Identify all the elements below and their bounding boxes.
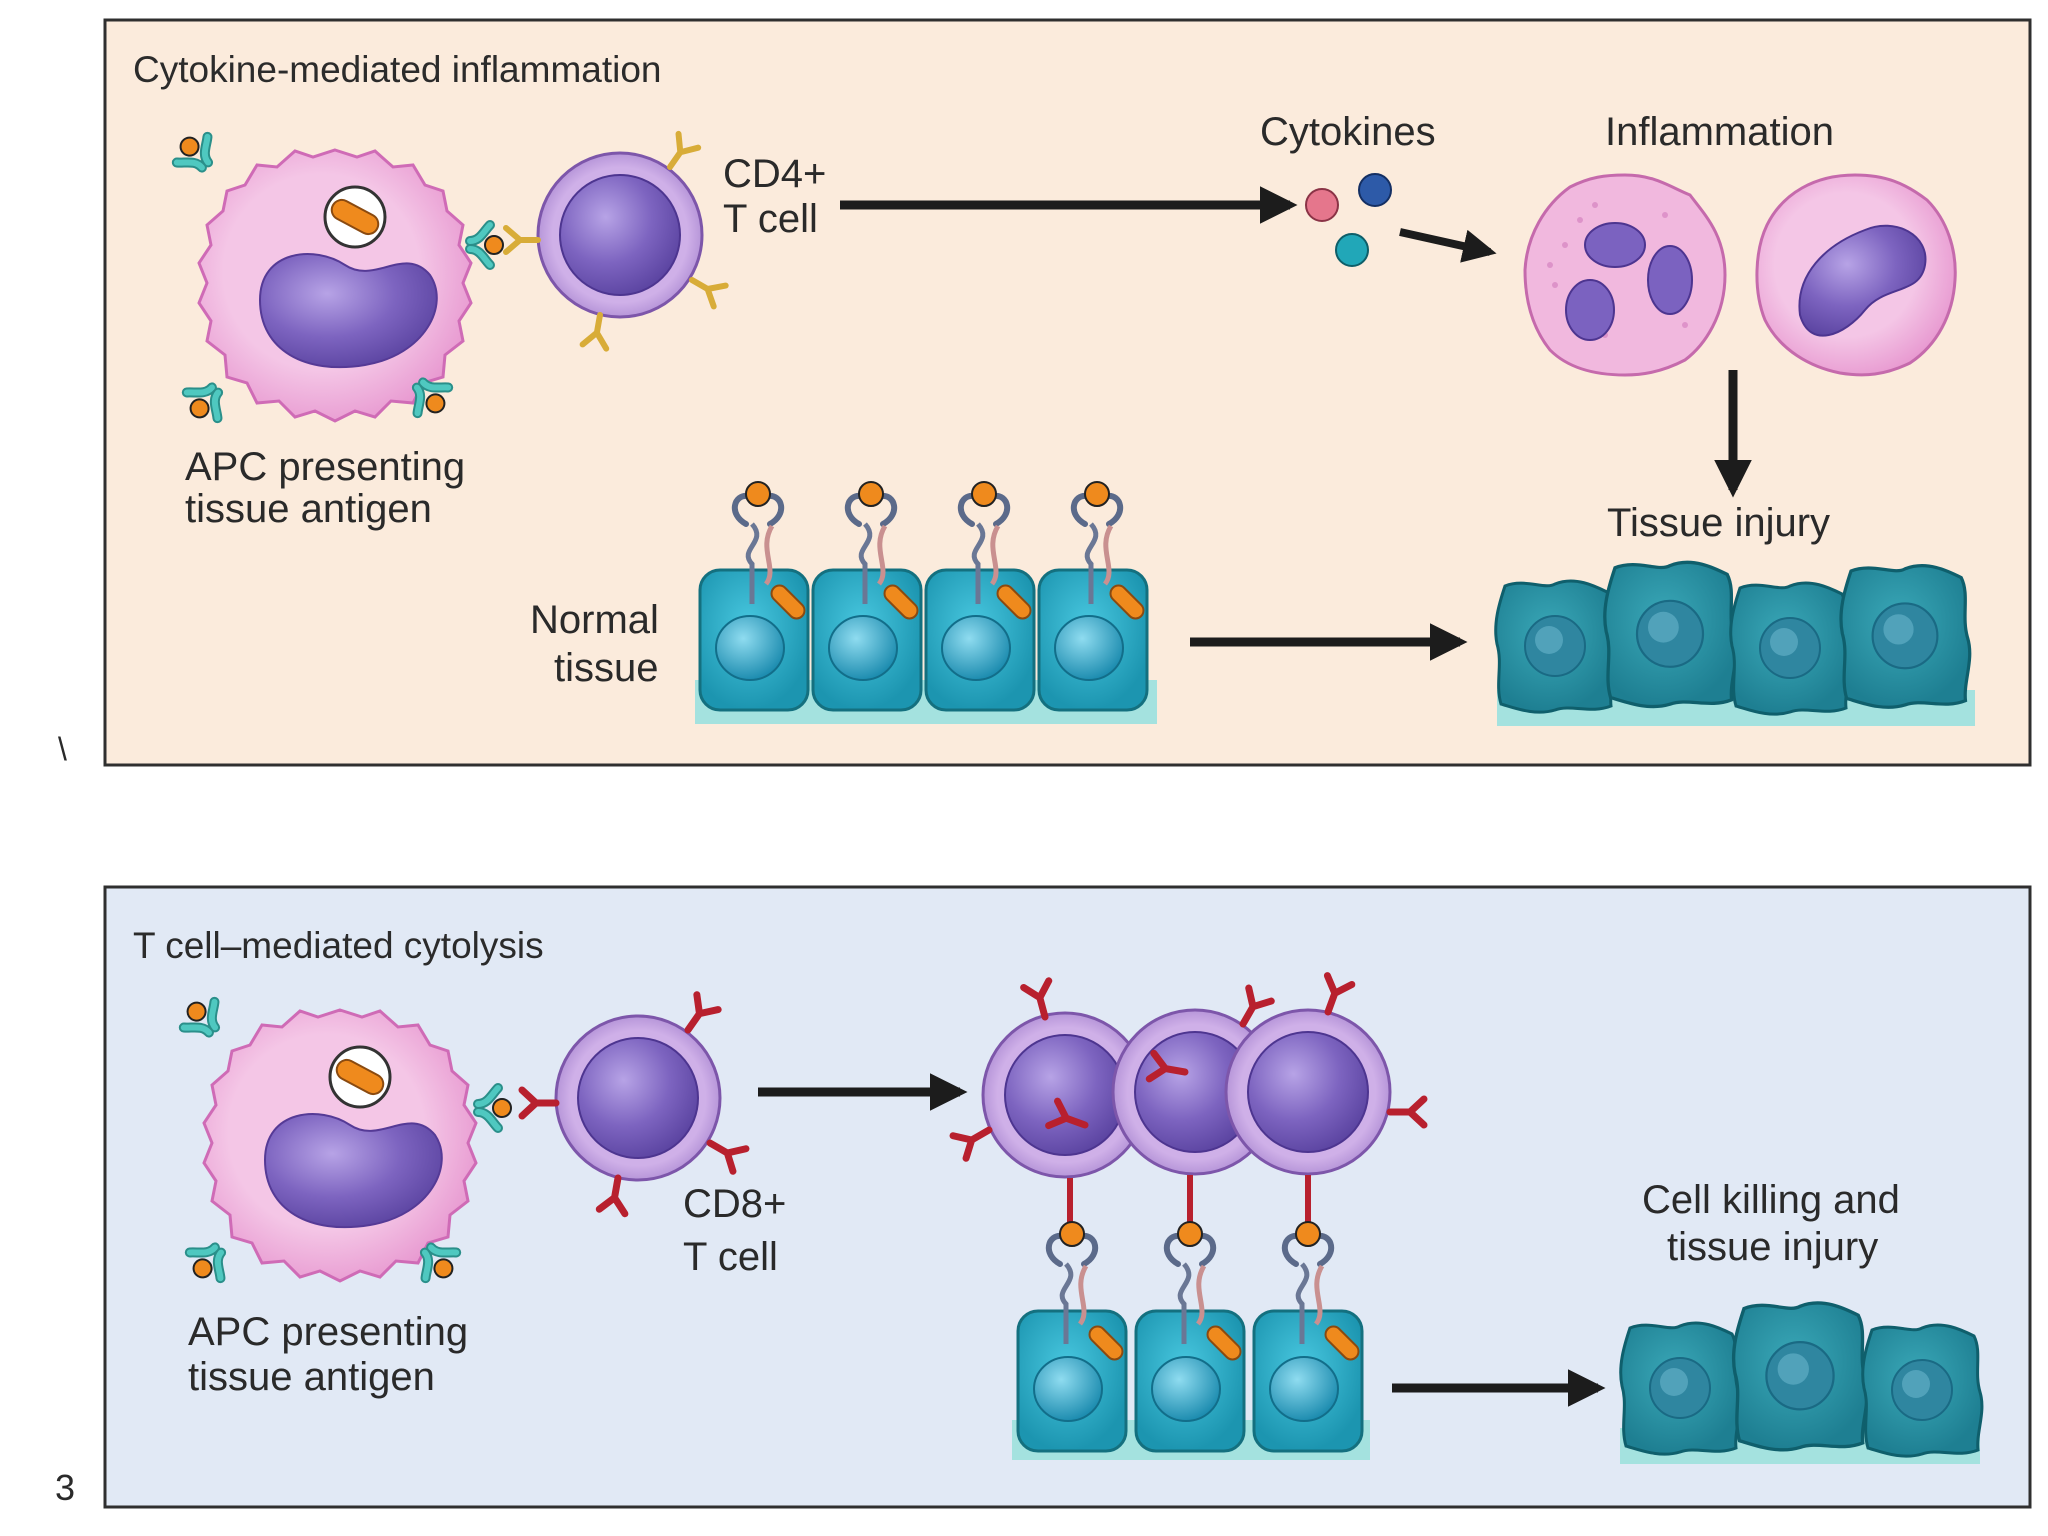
apc-label-line1: APC presenting	[188, 1310, 468, 1354]
apc-label-line2: tissue antigen	[185, 487, 432, 531]
apc-cell	[197, 148, 473, 423]
injured-tissue-cell	[1603, 560, 1738, 709]
injured-tissue-cell	[1619, 1321, 1742, 1456]
panel-b-margin-mark: 3	[55, 1467, 75, 1508]
tissue-injury-label: Tissue injury	[1607, 501, 1830, 545]
panel-b-title: T cell–mediated cytolysis	[133, 925, 544, 966]
cd4-label-line1: CD4+	[723, 152, 826, 196]
panel-b: T cell–mediated cytolysis APC presenting…	[103, 885, 2032, 1509]
injured-tissue-cell	[1731, 1301, 1869, 1452]
injured-tissue-cell	[1861, 1323, 1984, 1458]
neutrophil-cell	[1523, 173, 1727, 377]
cd8-label-line2: T cell	[683, 1235, 778, 1279]
arrow-to-inflammation	[1399, 228, 1497, 263]
target-tissue-cell	[1016, 1309, 1128, 1453]
cd8-label-line1: CD8+	[683, 1182, 786, 1226]
injured-tissue-cell	[1839, 564, 1972, 709]
injured-tissue-cell	[1494, 579, 1617, 714]
apc-label-line1: APC presenting	[185, 445, 465, 489]
cd4-label-line2: T cell	[723, 197, 818, 241]
result-label-line2: tissue injury	[1667, 1225, 1878, 1269]
panel-a: Cytokine-mediated inflammation APC prese…	[103, 18, 2032, 767]
cytokine-dot-pink	[1305, 188, 1339, 222]
cytokine-dot-blue	[1358, 173, 1392, 207]
target-tissue-cell	[1134, 1309, 1246, 1453]
normal-tissue-label-line2: tissue	[554, 646, 659, 690]
injured-tissue-cell	[1729, 581, 1852, 716]
macrophage-cell	[1755, 173, 1957, 377]
target-tissue-cell	[1252, 1309, 1364, 1453]
inflammation-label: Inflammation	[1605, 110, 1834, 154]
normal-tissue-label-line1: Normal	[530, 598, 659, 642]
cytokines-label: Cytokines	[1260, 110, 1436, 154]
cytokine-dot-teal	[1335, 233, 1369, 267]
result-label-line1: Cell killing and	[1642, 1178, 1900, 1222]
apc-cell	[202, 1008, 478, 1283]
panel-a-title: Cytokine-mediated inflammation	[133, 49, 662, 90]
panel-a-margin-mark: \	[58, 731, 67, 767]
apc-label-line2: tissue antigen	[188, 1355, 435, 1399]
